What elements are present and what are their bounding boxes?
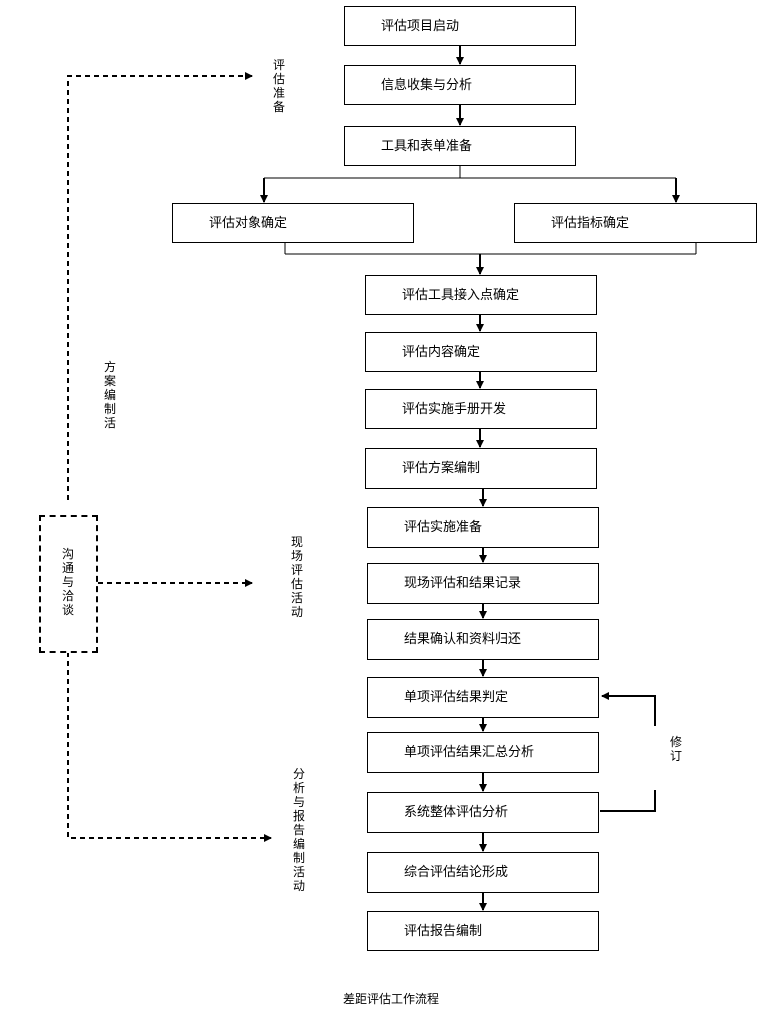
step-box: 评估实施准备	[367, 507, 599, 548]
step-box: 评估工具接入点确定	[365, 275, 597, 315]
dashed-to-prep	[67, 72, 253, 500]
step-box: 综合评估结论形成	[367, 852, 599, 893]
communication-label: 沟通与洽谈	[61, 547, 74, 617]
diagram-caption: 差距评估工作流程	[343, 992, 440, 1006]
communication-box	[39, 515, 98, 653]
plan-phase-label: 方案编制活	[103, 360, 116, 430]
step-box: 信息收集与分析	[344, 65, 576, 105]
step-box: 系统整体评估分析	[367, 792, 599, 833]
step-box: 工具和表单准备	[344, 126, 576, 166]
step-box: 现场评估和结果记录	[367, 563, 599, 604]
step-box: 评估方案编制	[365, 448, 597, 489]
prep-phase-label: 评估准备	[272, 58, 285, 114]
onsite-phase-label: 现场评估活动	[290, 535, 303, 619]
step-box: 单项评估结果判定	[367, 677, 599, 718]
step-box: 单项评估结果汇总分析	[367, 732, 599, 773]
step-box: 结果确认和资料归还	[367, 619, 599, 660]
step-box: 评估报告编制	[367, 911, 599, 951]
revision-loop	[600, 790, 656, 812]
step-box: 评估指标确定	[514, 203, 757, 243]
step-box: 评估实施手册开发	[365, 389, 597, 429]
step-box: 评估项目启动	[344, 6, 576, 46]
revise-label: 修订	[669, 735, 682, 763]
analysis-phase-label: 分析与报告编制活动	[292, 767, 305, 893]
step-box: 评估内容确定	[365, 332, 597, 372]
revision-loop-top	[601, 692, 656, 726]
dashed-to-analysis	[67, 652, 272, 842]
step-box: 评估对象确定	[172, 203, 414, 243]
